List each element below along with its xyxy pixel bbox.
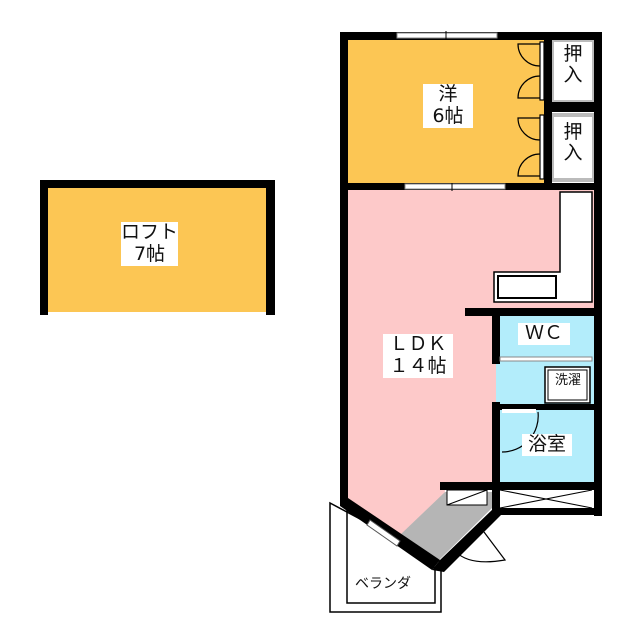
closet-doors — [517, 41, 545, 180]
laundry-label: 洗濯 — [550, 373, 586, 389]
washer-inner — [547, 369, 588, 401]
storage-cross — [499, 489, 593, 509]
loft-wall-right — [266, 180, 275, 315]
closet-1-label: 押入 — [556, 44, 590, 86]
window-marks — [445, 31, 453, 191]
wc-label: ＷＣ — [518, 322, 570, 345]
bath-door-leaf — [502, 409, 536, 413]
kitchen-counter — [493, 191, 593, 303]
closet-2-label: 押入 — [556, 122, 590, 164]
ldk-name: ＬＤＫ — [389, 333, 447, 355]
entry-floor — [400, 492, 492, 562]
bath-label: 浴室 — [522, 433, 572, 456]
kitchen-sink — [497, 275, 557, 299]
veranda-label: ベランダ — [355, 576, 411, 592]
windows — [396, 32, 593, 362]
loft-wall-left — [40, 180, 48, 315]
loft-size: 7帖 — [133, 242, 166, 265]
loft-name: ロフト — [121, 221, 179, 243]
ldk-size: １４帖 — [389, 354, 447, 377]
entry-door-swing — [455, 530, 507, 563]
loft-wall-top — [40, 180, 275, 188]
veranda-window — [366, 519, 401, 547]
shoe-box-diag — [446, 489, 488, 506]
western-size: 6帖 — [432, 104, 464, 127]
western-name: 洋 — [438, 83, 458, 105]
